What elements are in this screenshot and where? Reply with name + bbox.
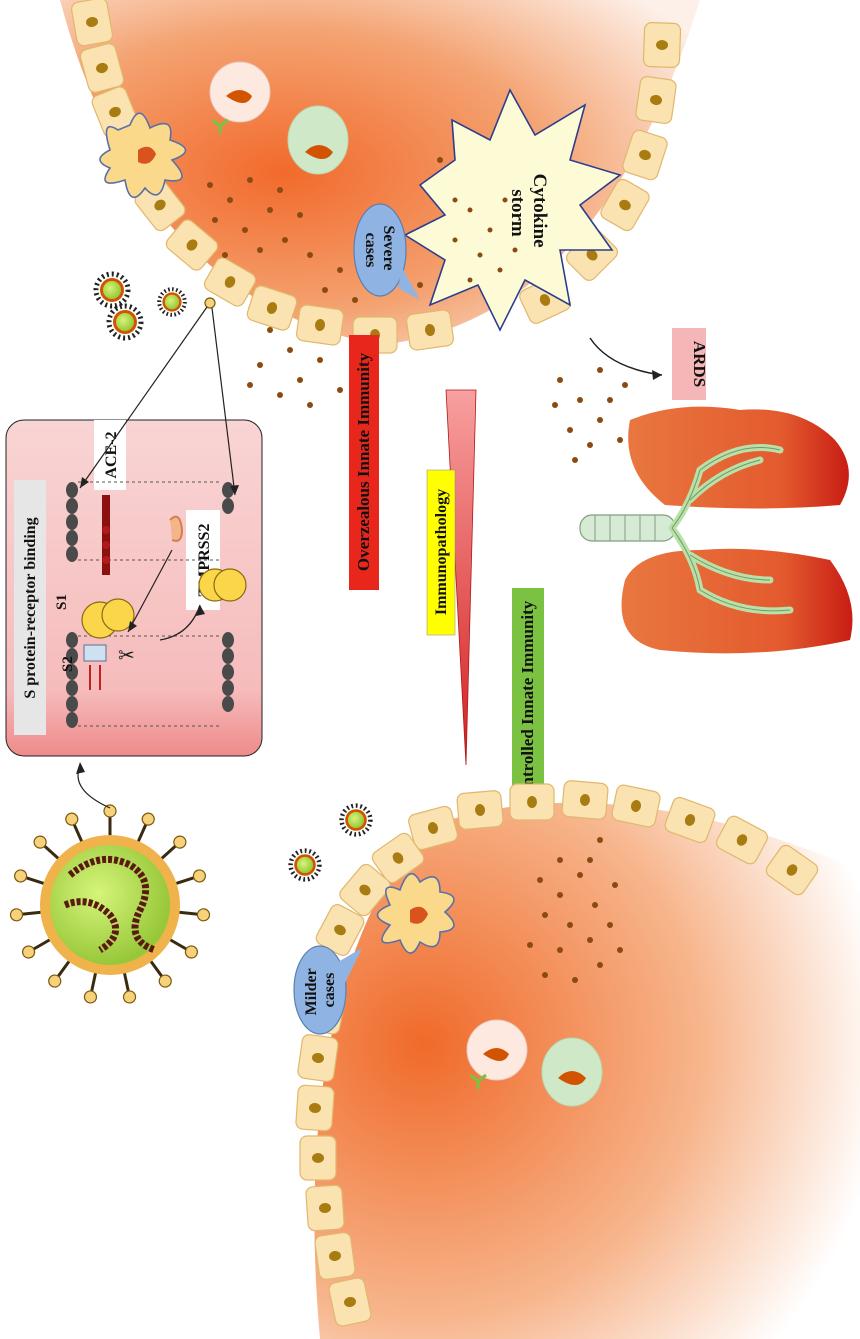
cytokine-dots-top	[207, 157, 643, 463]
immunopathology-label: Immunopathology	[426, 469, 456, 636]
overzealous-label: Overzealous Innate Immunity	[349, 335, 379, 590]
ards-arrow	[589, 337, 663, 376]
spike-protein-icon: S1 S2	[54, 594, 135, 690]
svg-text:Milder cases: Milder cases	[303, 965, 338, 1016]
controlled-label: Controlled Innate Immunity	[512, 588, 544, 820]
sars-cov-2-virion-icon	[8, 803, 212, 1006]
scissors-icon: ✂	[118, 643, 135, 667]
svg-text:Controlled Innate Immunity: Controlled Innate Immunity	[518, 600, 537, 807]
cytokine-storm-label: Cytokine storm	[507, 174, 550, 253]
lung-icon	[579, 406, 853, 654]
macrophage-icon-bottom	[466, 1019, 603, 1107]
svg-text:Severe cases: Severe cases	[362, 225, 397, 274]
receptor-arrows	[79, 297, 236, 496]
milder-cases-bubble: Milder cases	[293, 945, 362, 1035]
macrophage-icon	[209, 61, 349, 175]
dendritic-cell-icon	[99, 112, 187, 198]
svg-text:S1: S1	[54, 594, 70, 610]
membrane-icon	[66, 481, 234, 728]
cytokine-dots-bottom	[527, 837, 623, 983]
virus-icon	[96, 274, 185, 338]
milder-alveolus: Milder cases	[291, 779, 860, 1339]
severe-alveolus: Cytokine storm Severe cases ARDS	[60, 0, 709, 463]
svg-text:ACE-2: ACE-2	[103, 431, 120, 478]
svg-text:Overzealous Innate Immunity: Overzealous Innate Immunity	[354, 352, 373, 571]
binding-panel: S protein-receptor binding ACE-2 TMPRSS2	[5, 419, 263, 757]
severe-cases-bubble: Severe cases	[353, 203, 420, 300]
svg-text:ARDS: ARDS	[690, 341, 709, 387]
tmprss2-icon	[169, 515, 184, 542]
svg-text:S2: S2	[60, 656, 76, 672]
ards-label: ARDS	[672, 328, 709, 400]
released-s1-icon	[198, 568, 247, 602]
svg-text:S protein-receptor binding: S protein-receptor binding	[22, 517, 39, 698]
virus-icon-bottom	[291, 806, 371, 880]
ace2-receptor-icon	[102, 495, 110, 575]
svg-text:Immunopathology: Immunopathology	[433, 489, 450, 615]
dendritic-cell-icon-bottom	[376, 872, 455, 954]
cytokine-storm-burst	[403, 88, 622, 332]
